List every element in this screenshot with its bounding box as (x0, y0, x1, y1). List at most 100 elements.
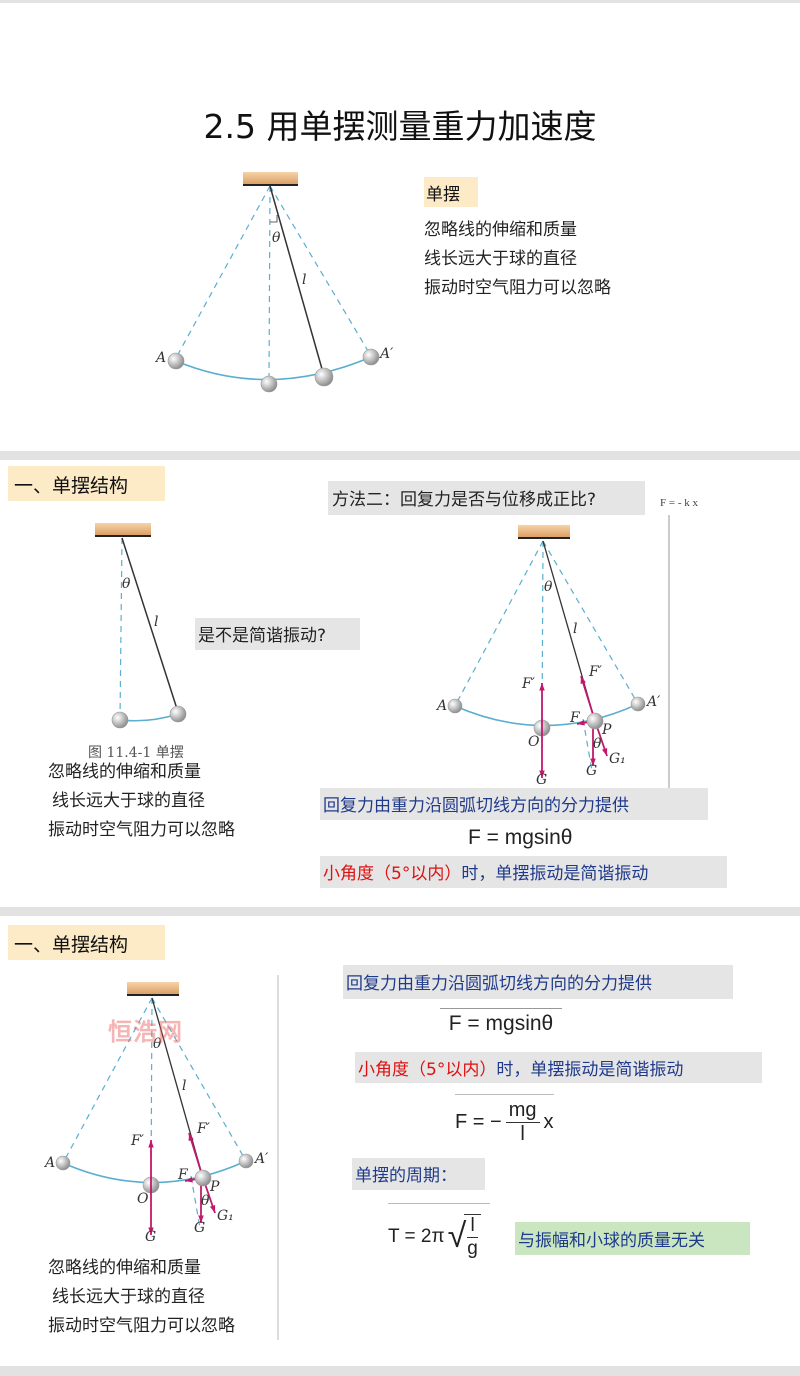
assumption-list: 忽略线的伸缩和质量 线长远大于球的直径 振动时空气阻力可以忽略 (424, 216, 611, 303)
assumption-item: 忽略线的伸缩和质量 (424, 220, 577, 240)
force-arrow-tension-P-head (580, 676, 586, 684)
small-angle-conclusion: 时，单摆振动是简谐振动 (496, 1060, 684, 1080)
label-F: F (177, 1167, 189, 1183)
ceiling-support (518, 525, 570, 538)
numerator: l (467, 1215, 478, 1238)
restoring-force-statement: 回复力由重力沿圆弧切线方向的分力提供 (343, 965, 733, 999)
slide-border (0, 0, 800, 3)
label-P: P (601, 722, 612, 738)
label-length: l (154, 614, 158, 630)
string-right-extreme (151, 997, 247, 1162)
label-A: A (154, 350, 166, 366)
label-F: F (569, 710, 581, 726)
divider (668, 515, 670, 790)
string-vertical (268, 185, 271, 383)
hooke-law-formula: F = - k x (660, 497, 698, 509)
method-two-question: 方法二：回复力是否与位移成正比? (328, 481, 645, 515)
pendulum-diagram: A A′ θ l (154, 172, 394, 393)
small-angle-conclusion: 时，单摆振动是简谐振动 (461, 864, 649, 884)
page-title: 2.5 用单摆测量重力加速度 (203, 107, 597, 146)
component-guide (190, 1175, 201, 1229)
force-arrow-gravity-O-head (539, 770, 545, 778)
ball-A-prime (630, 696, 646, 712)
force-arrow-gravity-P-head (198, 1215, 204, 1223)
label-G-O: G (536, 772, 547, 788)
assumption-item: 振动时空气阻力可以忽略 (48, 1316, 235, 1336)
formula-rhs: x (543, 1111, 554, 1133)
force-arrow-tension-O-head (148, 1140, 154, 1148)
ball-A (55, 1155, 71, 1171)
label-F-prime-O: F′ (130, 1133, 145, 1149)
ceiling-support (243, 172, 298, 185)
label-G-O: G (145, 1229, 156, 1245)
label-F-prime-P: F′ (196, 1121, 211, 1137)
shm-question: 是不是简谐振动? (195, 618, 360, 650)
label-A: A (435, 698, 447, 714)
assumption-item: 振动时空气阻力可以忽略 (48, 820, 235, 840)
label-A-prime: A′ (378, 346, 394, 362)
ball-A-prime (238, 1153, 254, 1169)
label-theta: θ (272, 230, 281, 246)
label-theta: θ (153, 1036, 162, 1052)
string-right-extreme (269, 185, 372, 357)
label-F-prime-O: F′ (521, 676, 536, 692)
label-pendulum: 单摆 (424, 177, 478, 207)
pendulum-string (121, 537, 179, 713)
denominator: l (520, 1123, 525, 1145)
fraction: l g (464, 1213, 481, 1260)
period-lhs: T = 2π (388, 1225, 445, 1247)
small-angle-statement: 小角度（5°以内）时，单摆振动是简谐振动 (355, 1052, 762, 1083)
label-theta-2: θ (201, 1193, 210, 1209)
pendulum-string (269, 185, 325, 377)
string-left-extreme (175, 185, 271, 359)
formula-lhs: F = − (455, 1111, 502, 1133)
small-angle-condition: 小角度（5°以内） (323, 864, 462, 884)
fraction: mg l (505, 1099, 540, 1146)
period-formula: T = 2π √ l g (388, 1203, 490, 1269)
assumption-item: 线长远大于球的直径 (52, 791, 205, 811)
label-theta: θ (544, 579, 553, 595)
string-left-extreme (454, 540, 544, 707)
ball-P (194, 1169, 212, 1187)
force-arrow-G1-head (601, 748, 608, 756)
small-angle-condition: 小角度（5°以内） (358, 1060, 497, 1080)
slide-separator (0, 1366, 800, 1376)
assumption-list: 忽略线的伸缩和质量 线长远大于球的直径 振动时空气阻力可以忽略 (48, 1254, 235, 1341)
assumption-item: 线长远大于球的直径 (52, 1287, 205, 1307)
label-G-P: G (194, 1220, 205, 1236)
ball-A (447, 698, 463, 714)
ball-equilibrium (260, 375, 278, 393)
ball-current (314, 367, 334, 387)
force-arrow-gravity-O-head (148, 1227, 154, 1235)
force-arrow-restoring-head (577, 720, 585, 726)
watermark: 恒浩网 (108, 1018, 183, 1046)
divider (277, 975, 279, 1340)
restoring-force-statement: 回复力由重力沿圆弧切线方向的分力提供 (320, 788, 708, 820)
label-A-prime: A′ (253, 1151, 269, 1167)
assumption-item: 忽略线的伸缩和质量 (48, 1258, 201, 1278)
label-A-prime: A′ (645, 694, 661, 710)
sqrt-icon: √ (447, 1217, 467, 1255)
force-arrow-restoring-head (185, 1177, 193, 1183)
section-header: 一、单摆结构 (8, 925, 165, 960)
label-G1: G₁ (609, 751, 626, 767)
ball-P (586, 712, 604, 730)
ceiling-support (95, 523, 151, 536)
assumption-item: 忽略线的伸缩和质量 (48, 762, 201, 782)
string-right-extreme (542, 540, 639, 705)
swing-arc (175, 356, 372, 381)
restoring-force-formula: F = mgsinθ (468, 826, 573, 849)
label-length: l (302, 272, 306, 288)
period-independence-note: 与振幅和小球的质量无关 (515, 1222, 750, 1255)
assumption-item: 线长远大于球的直径 (424, 249, 577, 269)
ball-current (169, 705, 187, 723)
label-O: O (528, 734, 540, 750)
label-G-P: G (586, 763, 597, 779)
ball-A-prime (362, 348, 380, 366)
section-header: 一、单摆结构 (8, 466, 165, 501)
force-arrow-tension-O-head (539, 683, 545, 691)
label-theta: θ (122, 576, 131, 592)
force-arrow-gravity-P-head (590, 758, 596, 766)
string-vertical (119, 537, 123, 721)
